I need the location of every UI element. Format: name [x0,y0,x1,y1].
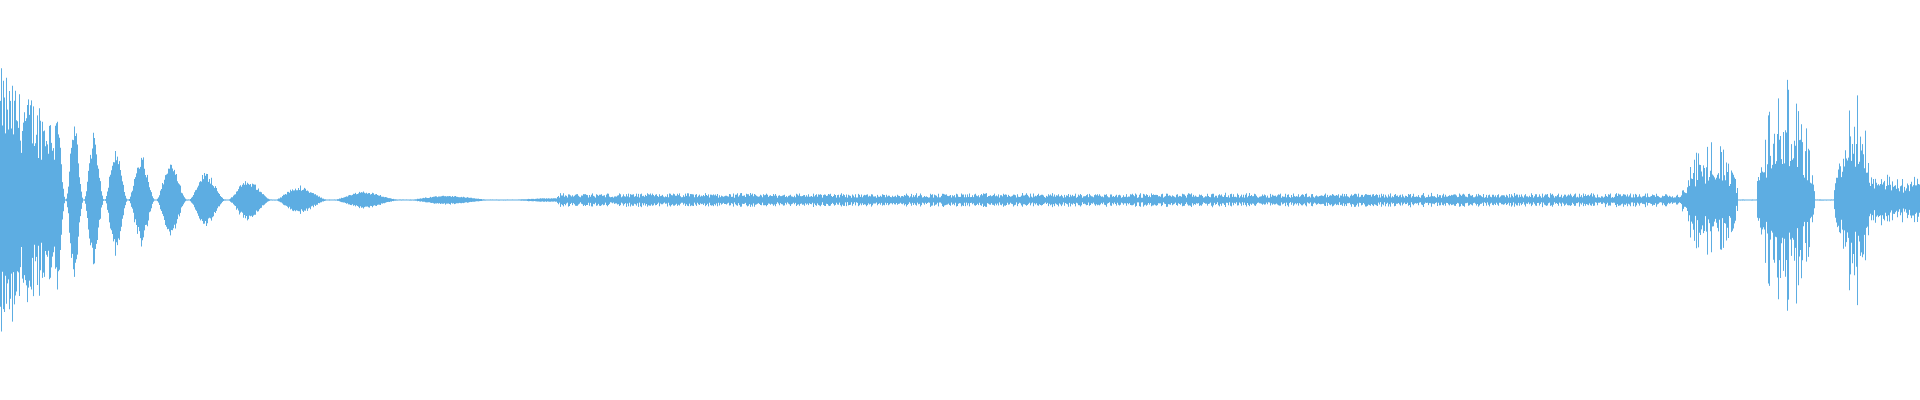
waveform-samples [0,68,1920,332]
